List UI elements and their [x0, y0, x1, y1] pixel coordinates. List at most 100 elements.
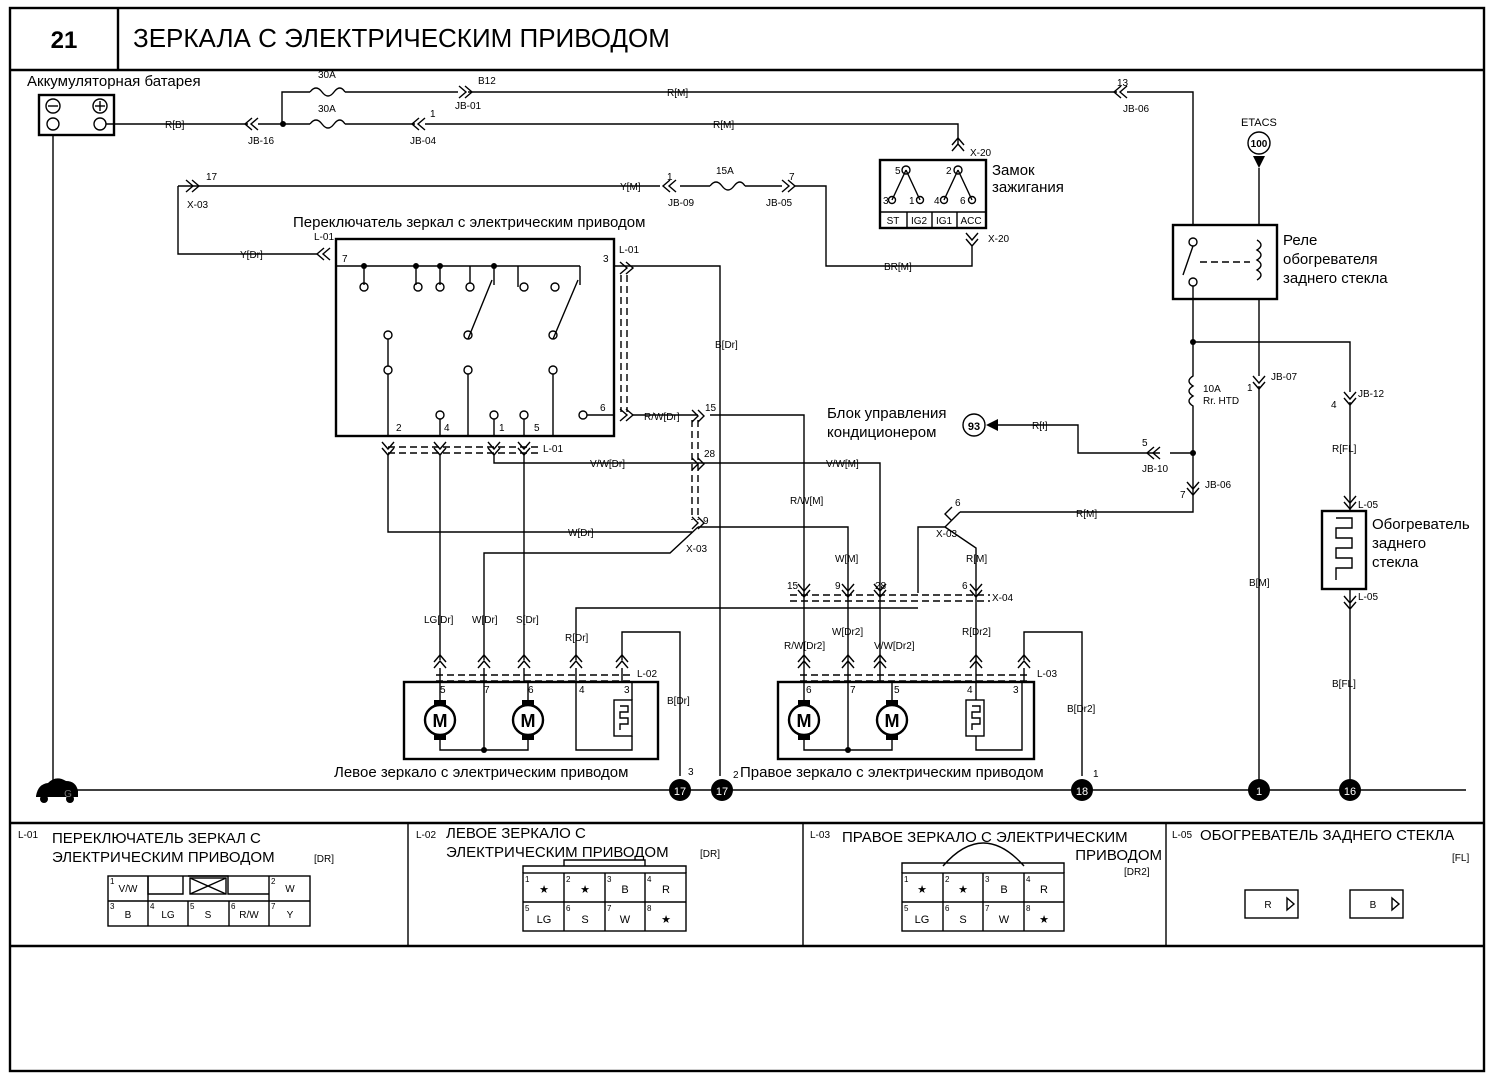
ignition-switch	[878, 158, 988, 230]
svg-text:B[FL]: B[FL]	[1332, 679, 1356, 690]
left-motor-2-icon	[511, 703, 545, 737]
fuse-30a-1: 30A	[318, 70, 336, 81]
svg-text:4: 4	[934, 196, 940, 207]
svg-text:17: 17	[674, 786, 686, 798]
svg-text:L-01: L-01	[18, 830, 38, 841]
svg-text:JB-05: JB-05	[766, 198, 793, 209]
page-frame	[8, 6, 1486, 1073]
svg-text:ОБОГРЕВАТЕЛЬ ЗАДНЕГО СТЕКЛА: ОБОГРЕВАТЕЛЬ ЗАДНЕГО СТЕКЛА	[1200, 827, 1454, 844]
ignition-label-2: зажигания	[992, 179, 1064, 196]
svg-text:L-01: L-01	[543, 444, 563, 455]
rear-heater	[1320, 509, 1368, 591]
svg-text:6: 6	[600, 403, 606, 414]
svg-text:JB-04: JB-04	[410, 136, 437, 147]
svg-text:7: 7	[271, 902, 276, 911]
svg-text:BR[M]: BR[M]	[884, 262, 912, 273]
svg-text:JB-10: JB-10	[1142, 464, 1169, 475]
svg-text:7: 7	[607, 904, 612, 913]
svg-text:R/W[M]: R/W[M]	[790, 496, 824, 507]
svg-text:4: 4	[967, 685, 973, 696]
svg-text:R[M]: R[M]	[713, 120, 734, 131]
svg-text:стекла: стекла	[1372, 554, 1419, 571]
svg-text:W: W	[999, 914, 1010, 926]
svg-text:LG: LG	[537, 914, 552, 926]
svg-text:JB-07: JB-07	[1271, 372, 1298, 383]
svg-text:★: ★	[958, 884, 968, 896]
svg-text:X-04: X-04	[992, 593, 1014, 604]
svg-text:S: S	[959, 914, 966, 926]
svg-text:3: 3	[607, 875, 612, 884]
svg-text:1: 1	[499, 423, 505, 434]
connector-l05-b: B	[1349, 889, 1404, 919]
svg-text:JB-09: JB-09	[668, 198, 695, 209]
svg-text:M: M	[797, 711, 812, 731]
page-title: ЗЕРКАЛА С ЭЛЕКТРИЧЕСКИМ ПРИВОДОМ	[133, 23, 670, 53]
svg-text:B: B	[1370, 900, 1377, 911]
svg-text:1: 1	[904, 875, 909, 884]
svg-text:100: 100	[1251, 139, 1268, 150]
svg-text:JB-06: JB-06	[1205, 480, 1232, 491]
svg-text:обогревателя: обогревателя	[1283, 251, 1378, 268]
svg-text:L-03: L-03	[1037, 669, 1057, 680]
svg-text:3: 3	[110, 902, 115, 911]
svg-text:B[Dr]: B[Dr]	[667, 696, 690, 707]
svg-text:7: 7	[850, 685, 856, 696]
svg-text:R[I]: R[I]	[1032, 421, 1048, 432]
svg-text:2: 2	[396, 423, 402, 434]
svg-text:LG: LG	[915, 914, 930, 926]
right-mirror-label: Правое зеркало с электрическим приводом	[740, 764, 1044, 781]
ground-car-icon	[36, 778, 78, 797]
svg-text:M: M	[433, 711, 448, 731]
svg-text:R: R	[1040, 884, 1048, 896]
svg-text:L-02: L-02	[637, 669, 657, 680]
svg-text:B[Dr2]: B[Dr2]	[1067, 704, 1096, 715]
svg-text:2: 2	[945, 875, 950, 884]
ac-label-2: кондиционером	[827, 424, 936, 441]
connector-l05-r: R	[1244, 889, 1299, 919]
svg-text:4: 4	[150, 902, 155, 911]
svg-text:IG2: IG2	[911, 216, 928, 227]
svg-text:2: 2	[271, 877, 276, 886]
svg-text:6: 6	[962, 581, 968, 592]
svg-text:2: 2	[946, 166, 952, 177]
svg-text:6: 6	[960, 196, 966, 207]
svg-text:S: S	[581, 914, 588, 926]
svg-text:Обогреватель: Обогреватель	[1372, 516, 1470, 533]
svg-text:9: 9	[703, 516, 709, 527]
svg-text:R[Dr]: R[Dr]	[565, 633, 589, 644]
svg-text:L-05: L-05	[1358, 500, 1378, 511]
svg-text:1: 1	[1256, 786, 1262, 798]
left-mirror-label: Левое зеркало с электрическим приводом	[334, 764, 628, 781]
svg-text:★: ★	[580, 884, 590, 896]
heater-relay	[1171, 223, 1279, 301]
mirror-switch-box	[334, 237, 616, 438]
svg-text:B: B	[125, 910, 132, 921]
page-number: 21	[51, 27, 78, 54]
svg-text:[DR]: [DR]	[700, 849, 720, 860]
svg-text:B[M]: B[M]	[1249, 578, 1270, 589]
svg-text:3: 3	[603, 254, 609, 265]
svg-text:7: 7	[789, 172, 795, 183]
svg-text:2: 2	[566, 875, 571, 884]
connector-l03	[901, 842, 1065, 932]
svg-text:Rr. HTD: Rr. HTD	[1203, 396, 1239, 407]
svg-text:6: 6	[231, 902, 236, 911]
svg-text:7: 7	[985, 904, 990, 913]
svg-text:W[Dr2]: W[Dr2]	[832, 627, 863, 638]
svg-text:10A: 10A	[1203, 384, 1221, 395]
svg-text:ETACS: ETACS	[1241, 117, 1277, 129]
svg-text:ACC: ACC	[960, 216, 981, 227]
connector-l01	[107, 875, 311, 927]
battery-icon	[37, 93, 116, 137]
fuse-30a-2: 30A	[318, 104, 336, 115]
etacs-badge	[1247, 131, 1271, 155]
svg-text:4: 4	[579, 685, 585, 696]
svg-text:L-02: L-02	[416, 830, 436, 841]
svg-text:W[Dr]: W[Dr]	[568, 528, 594, 539]
svg-text:6: 6	[806, 685, 812, 696]
svg-text:JB-16: JB-16	[248, 136, 275, 147]
svg-text:6: 6	[566, 904, 571, 913]
svg-text:X-20: X-20	[970, 148, 992, 159]
svg-text:6: 6	[528, 685, 534, 696]
